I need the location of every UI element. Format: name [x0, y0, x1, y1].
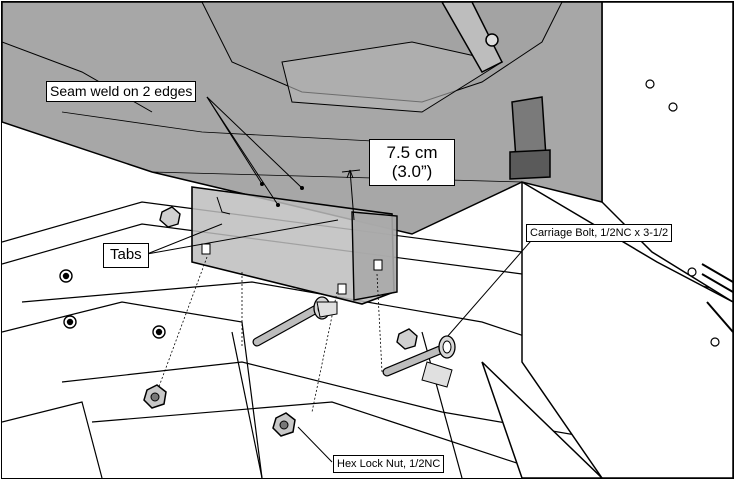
- handle: [701, 263, 733, 333]
- carriage-bolt-left: [252, 296, 338, 347]
- dimension-marker: [341, 169, 361, 221]
- seam-weld-label: Seam weld on 2 edges: [46, 81, 197, 103]
- hex-lock-nut-left: [143, 384, 167, 409]
- dimension-metric: 7.5 cm: [386, 143, 438, 162]
- top-linkage: [441, 2, 504, 73]
- panel-holes: [645, 79, 720, 347]
- tabs-label: Tabs: [103, 243, 149, 268]
- frame-bolts: [59, 206, 418, 350]
- dimension-label: 7.5 cm (3.0”): [369, 139, 455, 187]
- hose: [509, 96, 551, 180]
- hex-lock-nut-right: [272, 412, 296, 437]
- hex-lock-nut-label: Hex Lock Nut, 1/2NC: [333, 455, 445, 474]
- carriage-bolt-right: [382, 335, 456, 388]
- dimension-imperial: (3.0”): [391, 161, 433, 181]
- carriage-bolt-label: Carriage Bolt, 1/2NC x 3-1/2: [526, 224, 673, 243]
- weld-points: [260, 182, 304, 207]
- leader-lines: [146, 96, 538, 463]
- hopper: [2, 2, 603, 235]
